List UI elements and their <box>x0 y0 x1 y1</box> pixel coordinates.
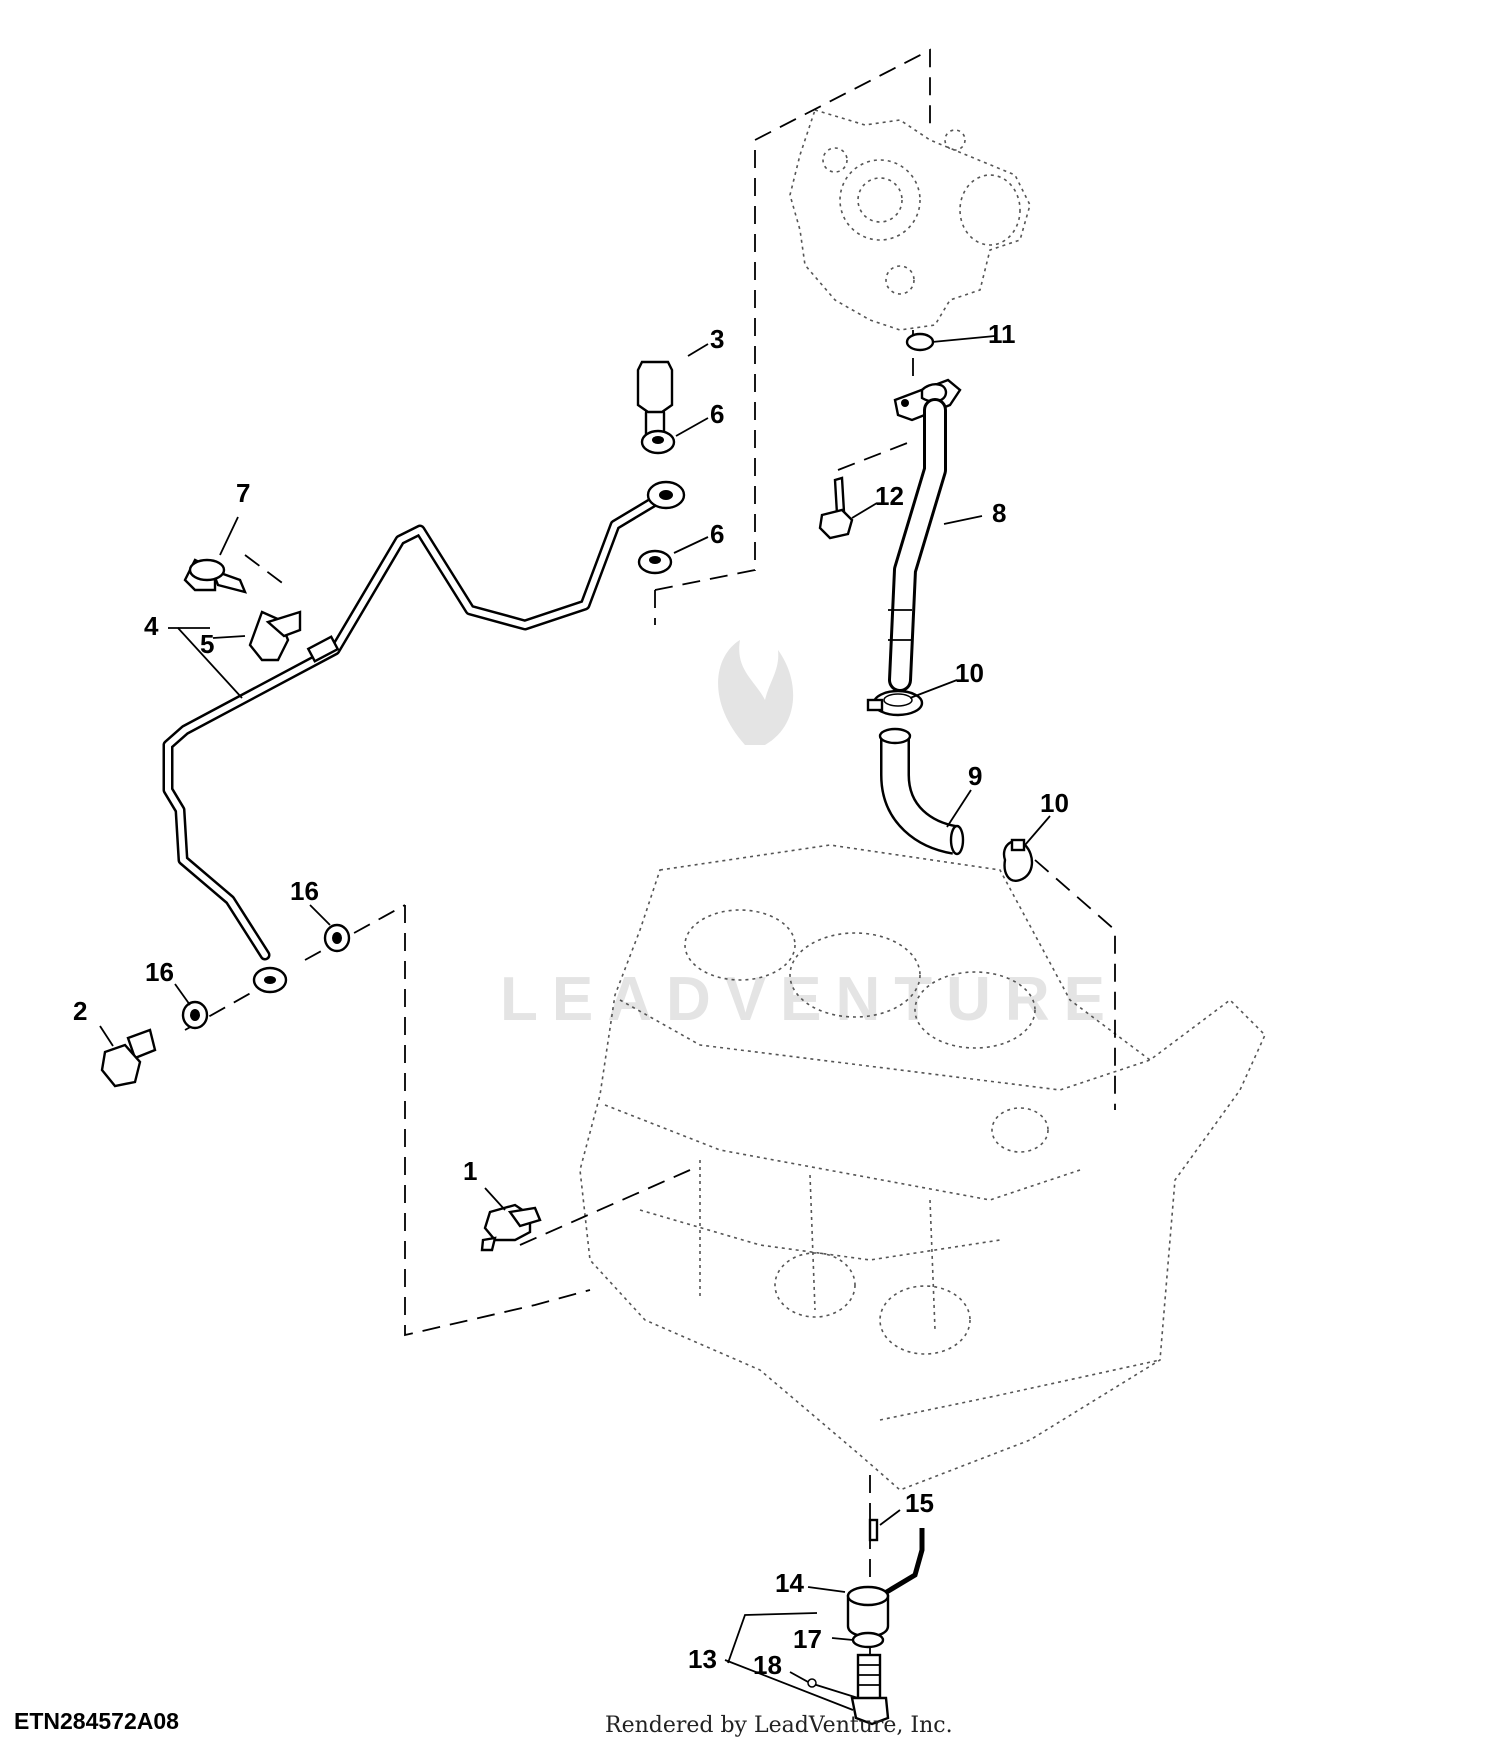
part-6-washer-upper <box>640 429 676 455</box>
callouts: 1 2 3 4 5 6 6 7 8 9 10 10 11 12 13 14 15… <box>73 319 1069 1680</box>
callout-9: 9 <box>968 761 982 791</box>
part-4-oil-line <box>162 480 686 994</box>
callout-4: 4 <box>144 611 159 641</box>
callout-6-lower: 6 <box>710 519 724 549</box>
part-1-oil-pressure-switch <box>480 1203 542 1252</box>
part-16-washer-upper <box>323 923 351 953</box>
part-10-hose-clamp-upper <box>866 689 924 717</box>
part-2-banjo-bolt <box>100 1028 157 1088</box>
engine-block-ghost <box>579 844 1266 1491</box>
assembly-lines <box>184 48 1116 1700</box>
callout-10-lower: 10 <box>1040 788 1069 818</box>
watermark: LEADVENTURE <box>500 640 1119 1034</box>
callout-2: 2 <box>73 996 87 1026</box>
callout-18: 18 <box>753 1650 782 1680</box>
part-10-hose-clamp-lower <box>1002 838 1034 882</box>
callout-1: 1 <box>463 1156 477 1186</box>
figure-id: ETN284572A08 <box>14 1708 179 1734</box>
callout-17: 17 <box>793 1624 822 1654</box>
part-12-flange-bolt <box>818 476 854 540</box>
render-credit: Rendered by LeadVenture, Inc. <box>605 1713 953 1738</box>
callout-12: 12 <box>875 481 904 511</box>
part-15-pin <box>868 1518 925 1599</box>
callout-7: 7 <box>236 478 250 508</box>
part-8-suction-tube <box>888 378 962 692</box>
callout-3: 3 <box>710 324 724 354</box>
part-14-adapter <box>846 1585 890 1638</box>
callout-16-lower: 16 <box>145 957 174 987</box>
watermark-logo-icon <box>718 640 794 745</box>
part-16-washer-lower <box>181 1000 209 1030</box>
part-6-washer-lower <box>637 549 673 575</box>
callout-16-upper: 16 <box>290 876 319 906</box>
leader-lines <box>99 335 1051 1711</box>
callout-6-upper: 6 <box>710 399 724 429</box>
callout-13: 13 <box>688 1644 717 1674</box>
part-11-o-ring <box>905 332 935 352</box>
part-5-clamp <box>248 610 302 662</box>
watermark-text: LEADVENTURE <box>500 965 1119 1034</box>
oil-pump-ghost <box>789 109 1031 331</box>
callout-15: 15 <box>905 1488 934 1518</box>
callout-11: 11 <box>988 319 1016 349</box>
callout-5: 5 <box>200 629 214 659</box>
callout-8: 8 <box>992 498 1006 528</box>
part-13-oil-strainer <box>850 1653 890 1726</box>
callout-10-upper: 10 <box>955 658 984 688</box>
callout-14: 14 <box>775 1568 804 1598</box>
part-17-o-ring <box>851 1631 885 1649</box>
part-9-hose <box>878 727 965 856</box>
part-7-flange-bolt <box>183 558 248 594</box>
